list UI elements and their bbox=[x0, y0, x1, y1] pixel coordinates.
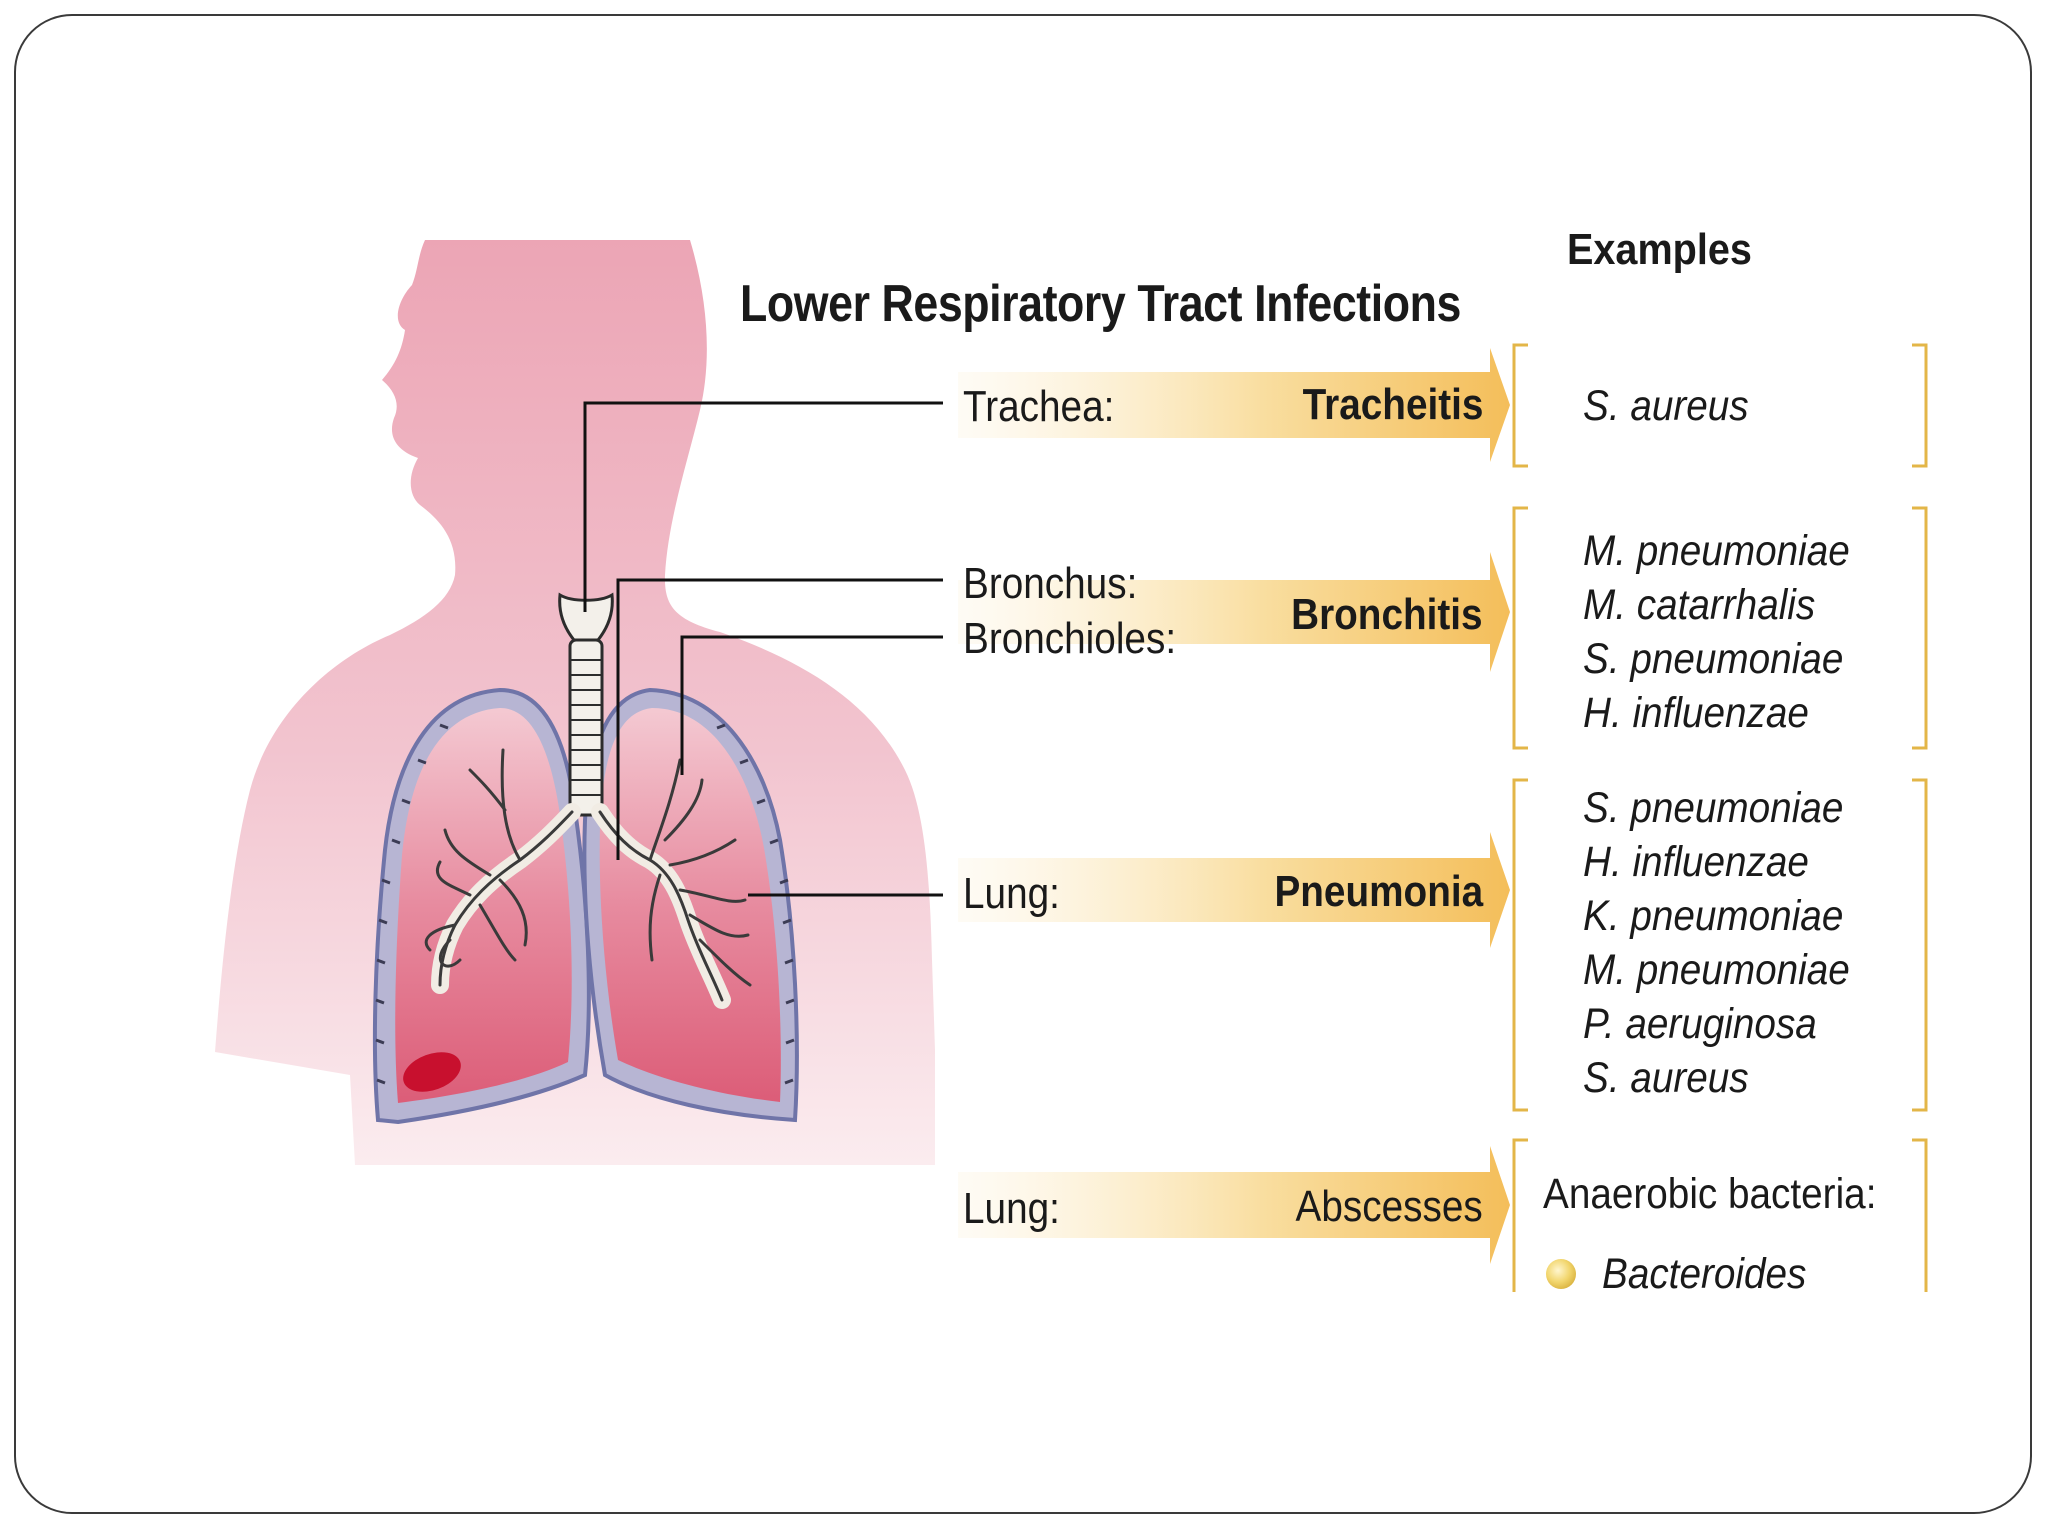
trachea bbox=[558, 592, 614, 817]
bullet-icon bbox=[1546, 1259, 1576, 1289]
lung-lesion bbox=[403, 1052, 461, 1092]
disease-pneumonia: Pneumonia bbox=[1274, 867, 1483, 916]
organism-item: S. aureus bbox=[1583, 382, 1749, 430]
disease-bronchitis: Bronchitis bbox=[1291, 590, 1483, 639]
arrow-abscesses bbox=[958, 1146, 1510, 1264]
disease-abscesses: Abscesses bbox=[1295, 1182, 1483, 1231]
organism-item: H. influenzae bbox=[1583, 838, 1809, 886]
left-lung bbox=[395, 708, 572, 1103]
organism-item: M. pneumoniae bbox=[1583, 946, 1850, 994]
organism-item: M. pneumoniae bbox=[1583, 527, 1850, 575]
site-lung: Lung: bbox=[963, 869, 1060, 918]
site-trachea: Trachea: bbox=[963, 382, 1115, 431]
bronchial-tree bbox=[424, 748, 752, 1009]
site-bronchioles: Bronchioles: bbox=[963, 614, 1177, 663]
site-lung-abscess: Lung: bbox=[963, 1184, 1060, 1233]
trachea-rings bbox=[570, 659, 602, 796]
arrow-tracheitis bbox=[958, 348, 1510, 462]
anaerobic-label: Anaerobic bacteria: bbox=[1543, 1170, 1877, 1218]
organism-item: S. aureus bbox=[1583, 1054, 1749, 1102]
disease-arrows bbox=[958, 348, 1510, 1264]
examples-heading: Examples bbox=[1567, 225, 1752, 274]
leader-lines bbox=[583, 401, 943, 897]
arrow-pneumonia bbox=[958, 832, 1510, 948]
diagram-title: Lower Respiratory Tract Infections bbox=[740, 275, 1461, 333]
organism-item: Bacteroides bbox=[1602, 1250, 1807, 1298]
site-bronchus: Bronchus: bbox=[963, 559, 1138, 608]
organism-item: M. catarrhalis bbox=[1583, 581, 1816, 629]
example-brackets bbox=[1512, 343, 1928, 1292]
disease-tracheitis: Tracheitis bbox=[1302, 380, 1483, 429]
organism-item: P. aeruginosa bbox=[1583, 1000, 1817, 1048]
organism-item: H. influenzae bbox=[1583, 689, 1809, 737]
organism-item: S. pneumoniae bbox=[1583, 784, 1844, 832]
organism-item: K. pneumoniae bbox=[1583, 892, 1844, 940]
arrow-bronchitis bbox=[958, 552, 1510, 672]
rib-ticks bbox=[375, 723, 795, 1085]
organism-item: S. pneumoniae bbox=[1583, 635, 1844, 683]
